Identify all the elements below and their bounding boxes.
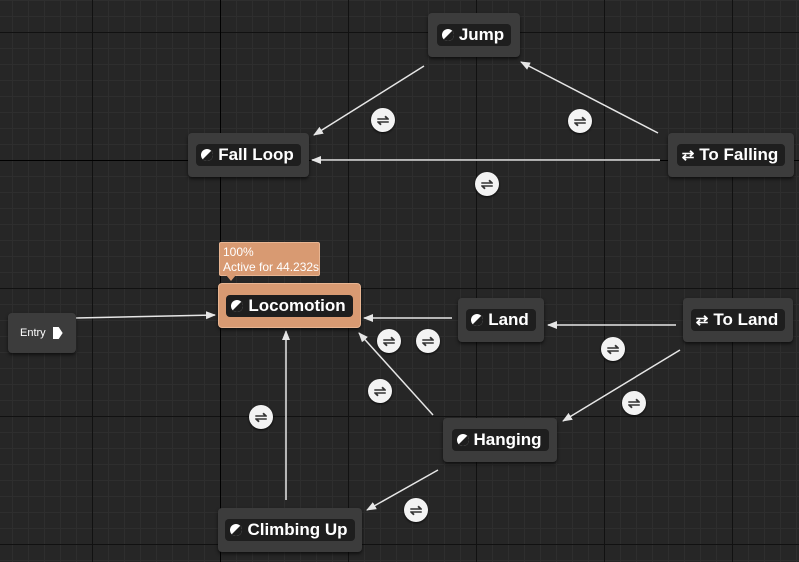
transition-rule-icon[interactable]: ⇌ (416, 329, 440, 353)
state-jump-title: Jump (436, 24, 512, 46)
active-state-weight: 100% (223, 245, 254, 259)
state-land-title: Land (466, 309, 536, 331)
conduit-to-land-label: To Land (713, 310, 779, 329)
edge-to-land-to-hanging (562, 349, 681, 422)
transition-rule-icon[interactable]: ⇌ (249, 405, 273, 429)
state-icon (456, 434, 469, 446)
state-icon (230, 524, 243, 536)
transition-rule-icon[interactable]: ⇌ (475, 172, 499, 196)
state-locomotion[interactable]: Locomotion (218, 283, 361, 328)
edge-hanging-to-climbing-up (366, 469, 439, 511)
state-jump-label: Jump (458, 25, 505, 44)
state-land[interactable]: Land (458, 298, 544, 342)
edge-jump-to-fall-loop (313, 65, 425, 136)
state-locomotion-title: Locomotion (226, 294, 353, 317)
active-state-tooltip: 100% Active for 44.232s (219, 242, 320, 281)
conduit-icon: ⇄ (681, 146, 695, 164)
active-state-duration: Active for 44.232s (223, 260, 320, 274)
state-hanging-title: Hanging (451, 429, 549, 451)
entry-label: Entry (20, 327, 46, 339)
transition-rule-icon[interactable]: ⇌ (368, 379, 392, 403)
conduit-to-falling-title: ⇄ To Falling (676, 144, 786, 166)
conduit-to-falling-label: To Falling (699, 145, 779, 164)
state-icon (441, 29, 454, 41)
state-hanging[interactable]: Hanging (443, 418, 557, 462)
conduit-to-land-title: ⇄ To Land (690, 309, 786, 331)
transition-rule-icon[interactable]: ⇌ (601, 337, 625, 361)
entry-arrow-icon (52, 327, 63, 339)
transition-rule-icon[interactable]: ⇌ (404, 498, 428, 522)
state-climbing-up-title: Climbing Up (225, 519, 355, 541)
transition-rule-icon[interactable]: ⇌ (377, 329, 401, 353)
state-climbing-up[interactable]: Climbing Up (218, 508, 362, 552)
state-fall-loop-title: Fall Loop (196, 144, 301, 166)
edge-hanging-to-locomotion (358, 332, 434, 416)
state-jump[interactable]: Jump (428, 13, 520, 57)
state-fall-loop-label: Fall Loop (218, 145, 294, 164)
transition-rule-icon[interactable]: ⇌ (622, 391, 646, 415)
state-hanging-label: Hanging (473, 430, 542, 449)
edge-entry-to-locomotion (75, 311, 216, 320)
edge-to-falling-to-jump (520, 61, 659, 134)
transition-rule-icon[interactable]: ⇌ (568, 109, 592, 133)
state-icon (471, 314, 484, 326)
state-icon (231, 299, 244, 312)
state-land-label: Land (488, 310, 529, 329)
state-climbing-up-label: Climbing Up (247, 520, 348, 539)
graph-origin-vertical-axis (220, 0, 221, 562)
conduit-icon: ⇄ (695, 311, 709, 329)
transition-rule-icon[interactable]: ⇌ (371, 108, 395, 132)
entry-node[interactable]: Entry (8, 313, 76, 353)
conduit-to-land[interactable]: ⇄ To Land (683, 298, 793, 342)
state-locomotion-label: Locomotion (248, 295, 346, 315)
conduit-to-falling[interactable]: ⇄ To Falling (668, 133, 794, 177)
state-icon (201, 149, 214, 161)
state-fall-loop[interactable]: Fall Loop (188, 133, 309, 177)
